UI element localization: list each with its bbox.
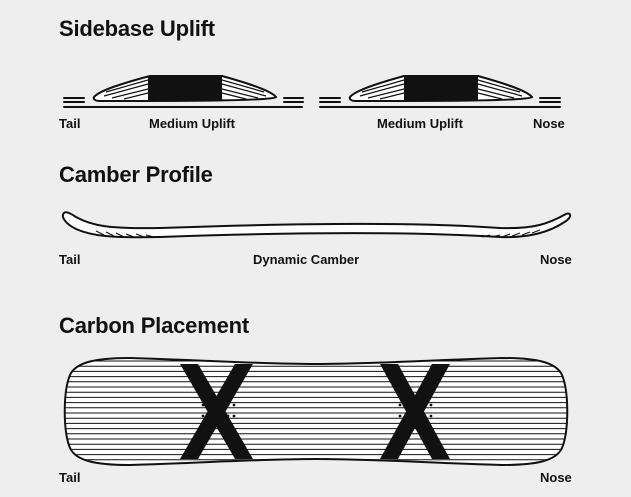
carbon-placement-heading: Carbon Placement — [59, 313, 249, 338]
camber-profile-heading: Camber Profile — [59, 162, 213, 187]
insert-dots — [201, 403, 433, 418]
sidebase-uplift-heading: Sidebase Uplift — [59, 16, 215, 41]
camber-profile-diagram — [61, 211, 572, 239]
right-uplift-shape — [348, 75, 534, 103]
sidebase-nose-label: Nose — [533, 116, 565, 131]
carbon-nose-label: Nose — [540, 470, 572, 485]
camber-profile-label: Dynamic Camber — [253, 252, 360, 267]
camber-tail-label: Tail — [59, 252, 81, 267]
sidebase-right-uplift-label: Medium Uplift — [377, 116, 463, 131]
carbon-tail-label: Tail — [59, 470, 81, 485]
carbon-x-strips — [180, 364, 450, 459]
left-uplift-shape — [92, 75, 278, 103]
sidebase-tail-label: Tail — [59, 116, 81, 131]
camber-nose-label: Nose — [540, 252, 572, 267]
sidebase-uplift-diagram — [63, 75, 561, 108]
carbon-placement-diagram — [63, 356, 569, 467]
sidebase-left-uplift-label: Medium Uplift — [149, 116, 235, 131]
